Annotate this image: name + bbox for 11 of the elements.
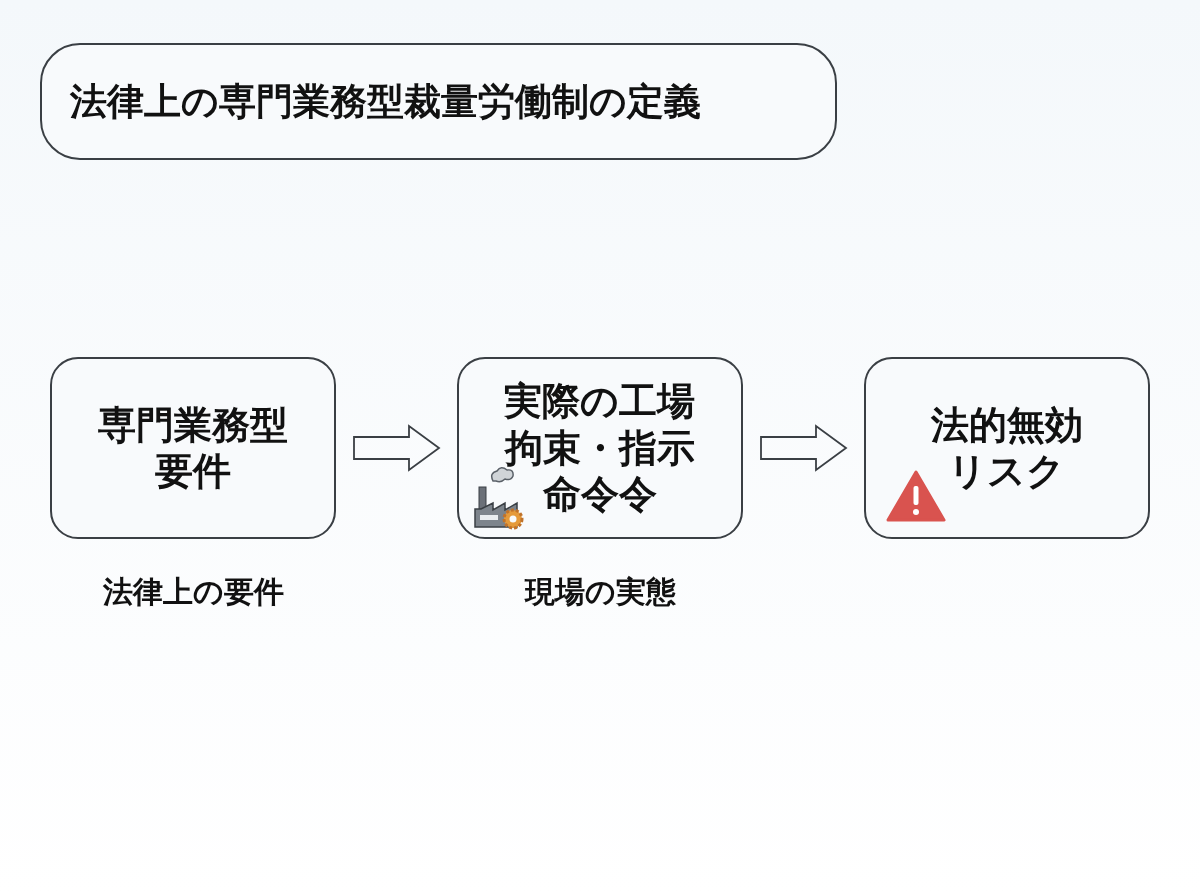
- process-box: [50, 357, 336, 539]
- node-text: 法的無効リスク: [930, 401, 1084, 495]
- block-arrow: [353, 424, 441, 472]
- node-text: 専門業務型要件: [97, 401, 289, 495]
- node-text: 実際の工場拘束・指示命令令: [503, 378, 697, 518]
- node-caption: 法律上の要件: [102, 573, 284, 611]
- title-text: 法律上の専門業務型裁量労働制の定義: [70, 78, 701, 125]
- process-box: [457, 357, 743, 539]
- block-arrow: [760, 424, 848, 472]
- process-box: [864, 357, 1150, 539]
- node-caption: 現場の実態: [524, 573, 676, 611]
